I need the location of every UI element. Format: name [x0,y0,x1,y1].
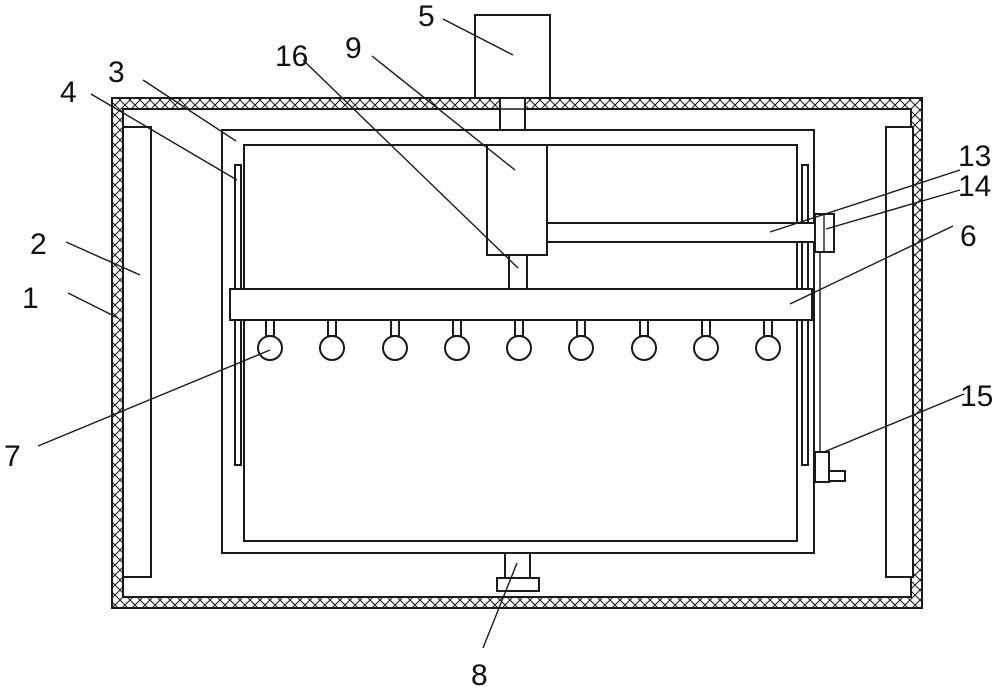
nozzle [506,319,532,361]
label-8: 8 [471,659,488,690]
nozzle [631,319,657,361]
nozzle [319,319,345,361]
horizontal-arm [546,222,818,243]
spray-bar [229,288,813,321]
nozzle [257,319,283,361]
piston-rod [508,254,528,290]
label-14: 14 [958,170,991,203]
label-7: 7 [4,440,21,473]
bottom-support-base [496,577,540,592]
label-3: 3 [108,56,125,89]
side-outlet-valve [814,451,830,483]
label-9: 9 [345,32,362,65]
label-15: 15 [960,380,993,413]
label-5: 5 [418,0,435,33]
motor-shaft [499,97,526,131]
top-motor [474,14,551,99]
leader-lines [37,18,965,649]
nozzle [382,319,408,361]
bottom-support-post [504,552,531,579]
label-4: 4 [60,76,77,109]
right-heating-panel [885,126,914,578]
nozzle [755,319,781,361]
actuator-cylinder [486,144,548,256]
nozzle [444,319,470,361]
nozzle-row [257,319,781,361]
nozzle [568,319,594,361]
label-1: 1 [22,282,39,315]
label-6: 6 [960,220,977,253]
outlet-pipe [828,470,846,482]
nozzle [693,319,719,361]
label-2: 2 [30,228,47,261]
left-heating-panel [122,126,152,578]
label-13: 13 [958,140,991,173]
label-16: 16 [275,40,308,73]
